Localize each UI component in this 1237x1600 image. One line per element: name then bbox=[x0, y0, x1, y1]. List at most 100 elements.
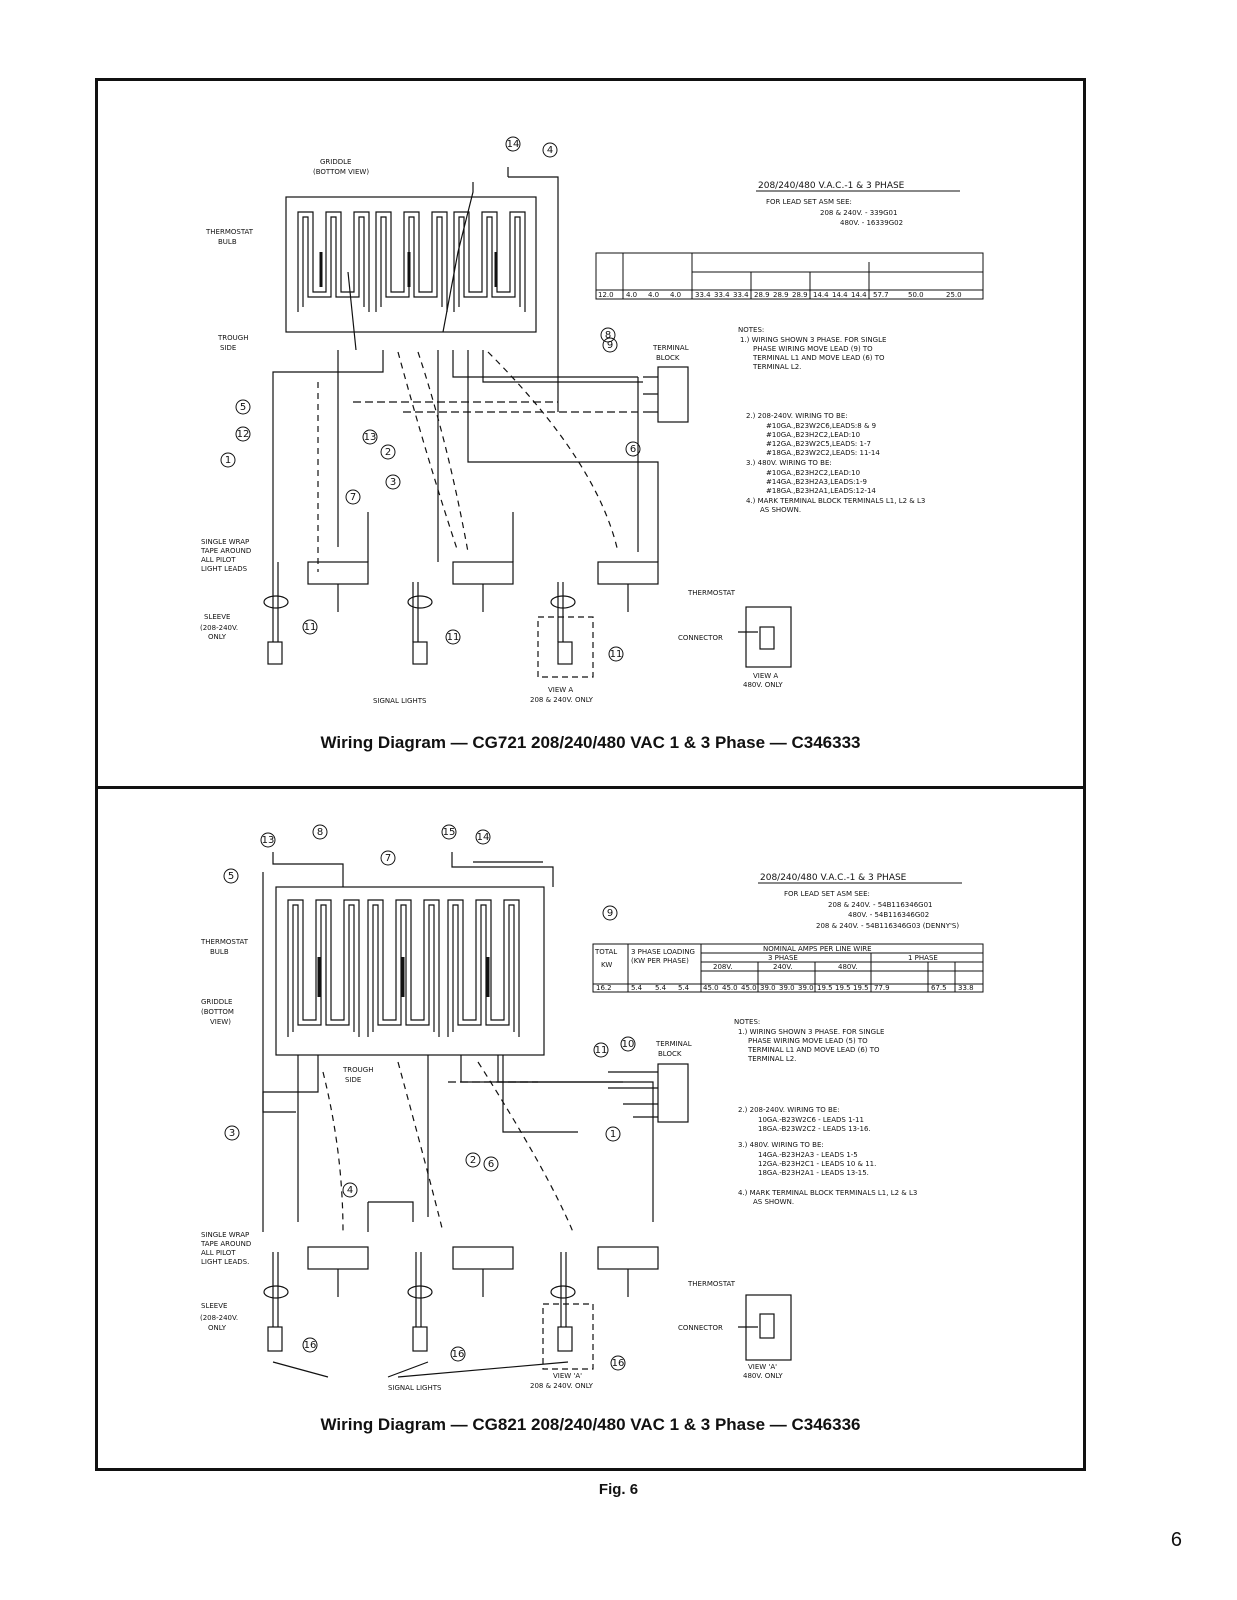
bottom-480-1: 19.5 bbox=[817, 984, 833, 992]
view-a-box-left bbox=[542, 1303, 594, 1370]
svg-text:4: 4 bbox=[347, 1185, 353, 1196]
top-note-1-1: 1.) WIRING SHOWN 3 PHASE. FOR SINGLE bbox=[740, 336, 886, 344]
bulb-label: BULB bbox=[210, 948, 229, 956]
bottom-single-2: 67.5 bbox=[931, 984, 947, 992]
svg-text:13: 13 bbox=[364, 432, 377, 443]
svg-text:13: 13 bbox=[262, 835, 275, 846]
svg-text:11: 11 bbox=[595, 1045, 608, 1056]
thermostat-bulb-label: THERMOSTAT bbox=[205, 228, 254, 236]
single-wrap-line-4: LIGHT LEADS. bbox=[201, 1258, 249, 1266]
single-wrap-line-4: LIGHT LEADS bbox=[201, 565, 248, 573]
signal-light-2 bbox=[412, 641, 428, 665]
svg-text:11: 11 bbox=[447, 632, 460, 643]
view-a-label: VIEW A bbox=[753, 672, 778, 680]
single-wrap-line-2: TAPE AROUND bbox=[200, 1240, 251, 1248]
thermostat-1 bbox=[307, 561, 369, 585]
signal-lights-label: SIGNAL LIGHTS bbox=[373, 697, 427, 705]
top-240-1: 28.9 bbox=[754, 291, 770, 299]
thermostat-2 bbox=[452, 1246, 514, 1270]
svg-text:16: 16 bbox=[452, 1349, 465, 1360]
single-wrap-line-1: SINGLE WRAP bbox=[201, 538, 249, 546]
bottom-240-3: 39.0 bbox=[798, 984, 814, 992]
title-block-line-2: 480V. - 54B116346G02 bbox=[848, 911, 929, 919]
view-a-left-label: VIEW A bbox=[548, 686, 573, 694]
single-wrap-line-3: ALL PILOT bbox=[201, 556, 236, 564]
trough-label: TROUGH bbox=[342, 1066, 373, 1074]
element-3 bbox=[447, 899, 520, 1037]
title-block-line-1: 208 & 240V. - 54B116346G01 bbox=[828, 901, 932, 909]
top-note-1-4: TERMINAL L2. bbox=[752, 363, 801, 371]
view-a-note: 480V. ONLY bbox=[743, 1372, 783, 1380]
svg-text:9: 9 bbox=[607, 908, 613, 919]
svg-text:16: 16 bbox=[612, 1358, 625, 1369]
bottom-note-1-1: 1.) WIRING SHOWN 3 PHASE. FOR SINGLE bbox=[738, 1028, 884, 1036]
bottom-480-3: 19.5 bbox=[853, 984, 869, 992]
caption-top: Wiring Diagram — CG721 208/240/480 VAC 1… bbox=[320, 733, 861, 752]
table-h-total: TOTAL bbox=[594, 948, 617, 956]
connector-label: CONNECTOR bbox=[678, 1324, 723, 1332]
top-note-3-2: #10GA.,B23H2C2,LEAD:10 bbox=[766, 469, 860, 477]
svg-text:9: 9 bbox=[607, 340, 613, 351]
table-h-nominal: NOMINAL AMPS PER LINE WIRE bbox=[763, 945, 872, 953]
svg-text:8: 8 bbox=[317, 827, 323, 838]
title-block-line-1: 208 & 240V. - 339G01 bbox=[820, 209, 897, 217]
top-load-1: 4.0 bbox=[626, 291, 637, 299]
figure-frame bbox=[95, 78, 1086, 1471]
top-240-2: 28.9 bbox=[773, 291, 789, 299]
view-a-left-note: 208 & 240V. ONLY bbox=[530, 696, 594, 704]
bottom-load-3: 5.4 bbox=[678, 984, 690, 992]
top-480-3: 14.4 bbox=[851, 291, 867, 299]
element-1 bbox=[287, 899, 360, 1037]
bottom-load-2: 5.4 bbox=[655, 984, 667, 992]
connector-label: CONNECTOR bbox=[678, 634, 723, 642]
svg-text:4: 4 bbox=[547, 145, 553, 156]
element-3 bbox=[453, 211, 526, 312]
signal-light-2 bbox=[412, 1326, 428, 1352]
top-single-2: 50.0 bbox=[908, 291, 924, 299]
terminal-block bbox=[657, 1063, 689, 1123]
svg-text:11: 11 bbox=[610, 649, 623, 660]
top-note-2-1: 2.) 208-240V. WIRING TO BE: bbox=[746, 412, 848, 420]
top-note-2-4: #12GA.,B23W2C5,LEADS: 1-7 bbox=[766, 440, 871, 448]
view-a-left-label: VIEW 'A' bbox=[553, 1372, 582, 1380]
bottom-note-1-4: TERMINAL L2. bbox=[747, 1055, 796, 1063]
bottom-note-2-3: 18GA.-B23W2C2 - LEADS 13-16. bbox=[758, 1125, 871, 1133]
bottom-note-1-2: PHASE WIRING MOVE LEAD (5) TO bbox=[748, 1037, 868, 1045]
sleeve-note-1: (208-240V. bbox=[200, 624, 238, 632]
table-h-3phase: 3 PHASE bbox=[768, 954, 798, 962]
element-1 bbox=[297, 211, 370, 312]
top-480-1: 14.4 bbox=[813, 291, 829, 299]
title-block-line-3: 208 & 240V. - 54B116346G03 (DENNY'S) bbox=[816, 922, 959, 930]
svg-text:5: 5 bbox=[240, 402, 246, 413]
svg-text:15: 15 bbox=[443, 827, 456, 838]
top-single-1: 57.7 bbox=[873, 291, 889, 299]
bottom-note-4-2: AS SHOWN. bbox=[753, 1198, 794, 1206]
signal-light-1 bbox=[267, 641, 283, 665]
signal-light-3 bbox=[557, 641, 573, 665]
bottom-note-1-3: TERMINAL L1 AND MOVE LEAD (6) TO bbox=[747, 1046, 880, 1054]
griddle-outline bbox=[275, 886, 545, 1056]
trough-label: TROUGH bbox=[217, 334, 248, 342]
svg-text:3: 3 bbox=[390, 477, 396, 488]
amps-table bbox=[595, 252, 984, 300]
signal-light-3 bbox=[557, 1326, 573, 1352]
svg-text:8: 8 bbox=[605, 330, 611, 341]
side-label: SIDE bbox=[220, 344, 236, 352]
table-h-loading-2: (KW PER PHASE) bbox=[631, 957, 689, 965]
bottom-240-2: 39.0 bbox=[779, 984, 795, 992]
single-wrap-line-1: SINGLE WRAP bbox=[201, 1231, 249, 1239]
top-208-3: 33.4 bbox=[733, 291, 749, 299]
element-2 bbox=[367, 899, 440, 1037]
single-wrap-line-3: ALL PILOT bbox=[201, 1249, 236, 1257]
sleeve-note-2: ONLY bbox=[208, 633, 227, 641]
title-block-title: 208/240/480 V.A.C.-1 & 3 PHASE bbox=[760, 873, 907, 883]
thermostat-label: THERMOSTAT bbox=[687, 589, 736, 597]
sleeve-note-1: (208-240V. bbox=[200, 1314, 238, 1322]
figure-label: Fig. 6 bbox=[598, 1481, 639, 1498]
bottom-single-3: 33.8 bbox=[958, 984, 974, 992]
side-label: SIDE bbox=[345, 1076, 361, 1084]
top-note-3-1: 3.) 480V. WIRING TO BE: bbox=[746, 459, 832, 467]
top-240-3: 28.9 bbox=[792, 291, 808, 299]
top-note-2-5: #18GA.,B23W2C2,LEADS: 11-14 bbox=[766, 449, 880, 457]
sleeve-label: SLEEVE bbox=[201, 1302, 227, 1310]
